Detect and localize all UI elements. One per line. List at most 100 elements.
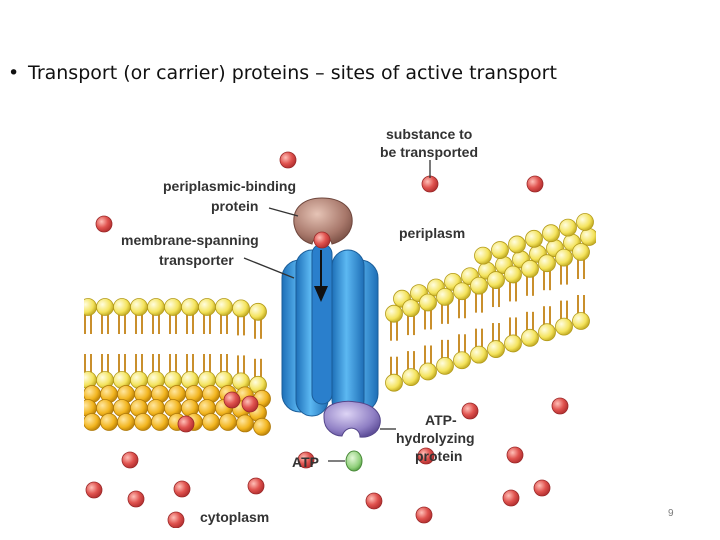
label-periplasm: periplasm: [399, 225, 465, 241]
lower-lipid-leaflet: [84, 312, 590, 436]
lipid-head: [474, 246, 492, 265]
lipid-head: [419, 362, 437, 381]
label-atp: ATP: [292, 454, 319, 470]
label-atp-hydro-line1: ATP-: [425, 412, 457, 428]
lipid-head: [487, 271, 505, 289]
atp-hydrolyzing-protein: [323, 400, 381, 438]
lipid-head: [219, 413, 237, 431]
substance-molecule: [121, 451, 139, 469]
lipid-head: [521, 259, 539, 278]
lipid-head: [470, 276, 488, 295]
label-atp-hydro-line2: hydrolyzing: [396, 430, 475, 446]
lipid-head: [555, 317, 573, 336]
lipid-head: [555, 248, 573, 267]
lipid-tails: [84, 258, 585, 379]
lipid-head: [202, 413, 220, 431]
substance-molecule: [533, 479, 551, 497]
lipid-head: [504, 265, 522, 284]
substance-molecule: [551, 397, 569, 415]
substance-molecule: [247, 477, 265, 495]
upper-lipid-leaflet: [84, 213, 596, 323]
substance-molecule: [241, 395, 259, 413]
lipid-head: [253, 417, 271, 436]
label-cytoplasm: cytoplasm: [200, 509, 269, 525]
substance-molecule: [127, 490, 145, 508]
bullet-marker: •: [8, 62, 20, 84]
lipid-head: [84, 413, 101, 431]
substance-molecule: [461, 402, 479, 420]
substance-molecule: [167, 511, 185, 528]
lipid-head: [249, 302, 267, 321]
lipid-head: [538, 323, 556, 342]
lipid-head: [559, 218, 577, 237]
substance-molecule: [223, 391, 241, 409]
lipid-head: [113, 298, 131, 316]
lipid-head: [117, 413, 135, 431]
lipid-head: [402, 368, 420, 386]
label-mst-line2: transporter: [159, 252, 234, 268]
bullet-text: Transport (or carrier) proteins – sites …: [28, 62, 557, 84]
lipid-head: [84, 298, 97, 316]
lipid-head: [215, 298, 233, 316]
lipid-head: [96, 298, 114, 316]
label-substance-line1: substance to: [386, 126, 472, 142]
lipid-head: [436, 287, 454, 306]
lipid-head: [504, 334, 522, 353]
substance-molecule: [421, 175, 439, 193]
lipid-head: [181, 298, 199, 316]
lipid-head: [572, 312, 590, 330]
substance-molecule: [506, 446, 524, 464]
label-substance-line2: be transported: [380, 144, 478, 160]
label-mst-line1: membrane-spanning: [121, 232, 259, 248]
lipid-head: [100, 413, 118, 431]
lipid-head: [453, 282, 471, 301]
lipid-head: [508, 235, 526, 254]
bullet-item: • Transport (or carrier) proteins – sites…: [8, 62, 557, 84]
lipid-head: [151, 413, 169, 431]
lipid-head: [576, 213, 594, 231]
lipid-head: [453, 351, 471, 370]
substance-molecule: [313, 231, 331, 249]
substance-molecule: [85, 481, 103, 499]
lipid-head: [134, 413, 152, 431]
membrane-spanning-transporter: [281, 243, 379, 417]
lipid-head: [198, 298, 216, 316]
lipid-head: [164, 298, 182, 316]
substance-molecule: [297, 451, 315, 469]
lipid-head: [385, 304, 403, 323]
lipid-head: [538, 254, 556, 273]
lipid-head: [525, 229, 543, 248]
leader-lines: [243, 160, 431, 462]
lipid-head: [470, 345, 488, 364]
substance-molecule: [502, 489, 520, 507]
substance-molecule: [415, 506, 433, 524]
lipid-head: [521, 328, 539, 347]
label-pbp-line1: periplasmic-binding: [163, 178, 296, 194]
lipid-head: [147, 298, 165, 316]
transport-arrow: [314, 250, 328, 302]
lipid-head: [436, 356, 454, 375]
label-pbp-line2: protein: [211, 198, 258, 214]
periplasmic-binding-protein: [293, 197, 353, 245]
atp-molecule: [345, 450, 363, 472]
lipid-head: [130, 298, 148, 316]
lipid-head: [572, 243, 590, 261]
lipid-head: [542, 224, 560, 243]
page-number: 9: [668, 508, 674, 519]
lipid-head: [419, 293, 437, 312]
lipid-head: [236, 414, 254, 433]
diagram-labels: substance to be transported periplasmic-…: [121, 126, 478, 525]
substance-molecule: [365, 492, 383, 510]
lipid-head: [487, 340, 505, 358]
label-atp-hydro-line3: protein: [415, 448, 462, 464]
transported-molecules: [85, 151, 569, 528]
substance-molecule: [173, 480, 191, 498]
substance-molecule: [279, 151, 297, 169]
active-transport-diagram: substance to be transported periplasmic-…: [84, 126, 596, 528]
lipid-head: [385, 373, 403, 392]
lipid-head: [402, 299, 420, 317]
substance-molecule: [95, 215, 113, 233]
lipid-head: [580, 228, 596, 246]
lipid-head: [232, 299, 250, 318]
lipid-head: [491, 241, 509, 259]
